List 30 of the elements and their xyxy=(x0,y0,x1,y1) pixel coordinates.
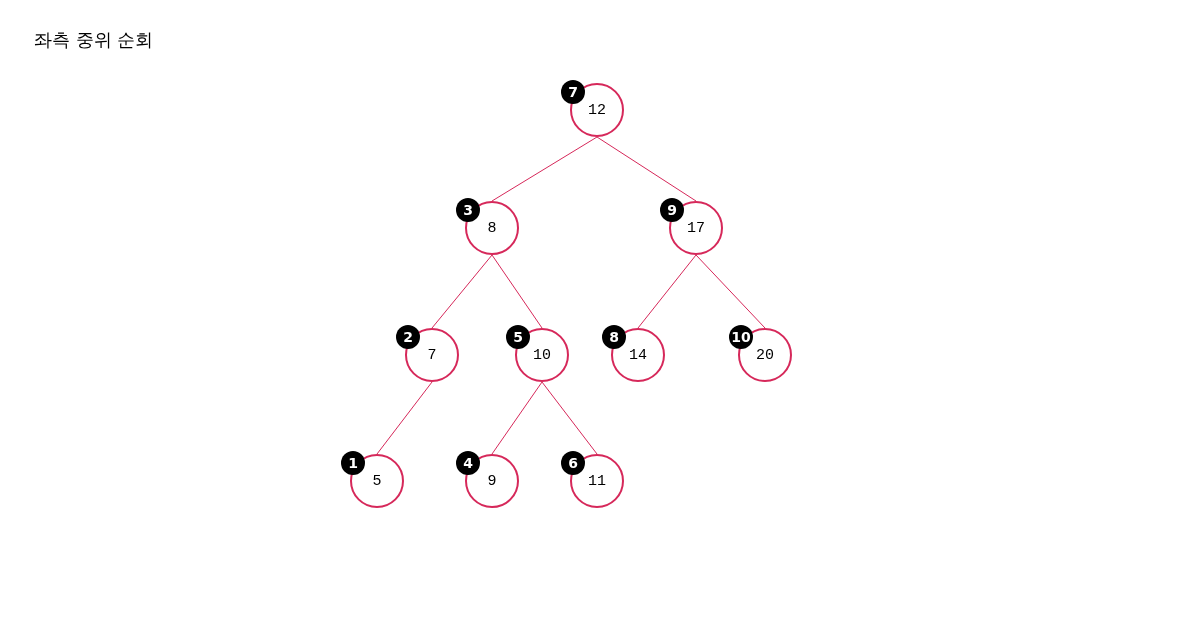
tree-edge xyxy=(491,136,598,202)
node-value: 8 xyxy=(487,220,497,236)
node-value: 20 xyxy=(756,347,774,363)
order-badge: 2 xyxy=(396,325,420,349)
order-badge: 1 xyxy=(341,451,365,475)
tree-edge xyxy=(695,254,766,329)
order-badge: 3 xyxy=(456,198,480,222)
order-badge: 6 xyxy=(561,451,585,475)
node-value: 10 xyxy=(533,347,551,363)
order-badge: 5 xyxy=(506,325,530,349)
node-value: 17 xyxy=(687,220,705,236)
node-value: 9 xyxy=(487,473,497,489)
order-badge: 8 xyxy=(602,325,626,349)
order-badge: 4 xyxy=(456,451,480,475)
tree-edge xyxy=(491,381,543,455)
node-value: 5 xyxy=(372,473,382,489)
tree-edge xyxy=(431,254,493,329)
tree-edge xyxy=(491,254,543,329)
order-badge: 7 xyxy=(561,80,585,104)
node-value: 7 xyxy=(427,347,437,363)
order-badge: 10 xyxy=(729,325,753,349)
order-badge: 9 xyxy=(660,198,684,222)
tree-edge xyxy=(637,254,697,329)
node-value: 14 xyxy=(629,347,647,363)
node-value: 12 xyxy=(588,102,606,118)
title: 좌측 중위 순회 xyxy=(34,28,154,52)
tree-edge xyxy=(541,381,598,455)
tree-edge xyxy=(376,381,433,455)
node-value: 11 xyxy=(588,473,606,489)
tree-edge xyxy=(596,136,697,202)
